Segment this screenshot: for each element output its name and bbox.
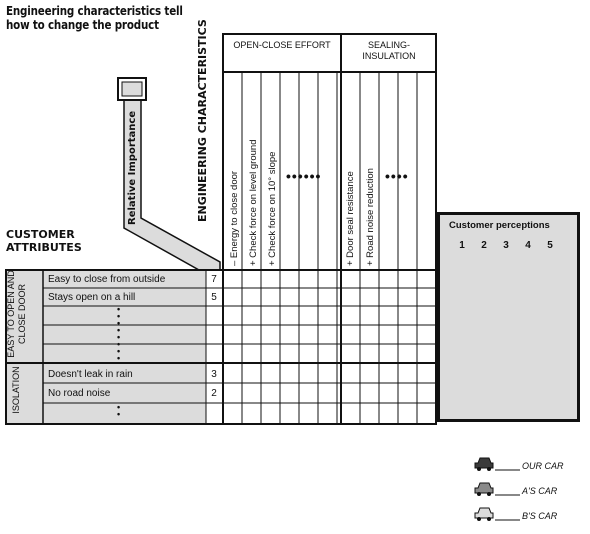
ec-check-force-level: + Check force on level ground: [248, 139, 259, 266]
ec-group-sealing: SEALING-INSULATION: [362, 40, 416, 61]
importance-value: 5: [211, 292, 217, 303]
ec-group-open-close: OPEN-CLOSE EFFORT: [233, 40, 331, 50]
scale-5: 5: [547, 240, 553, 251]
customer-attributes-heading: CUSTOMER ATTRIBUTES: [6, 228, 82, 254]
legend-car-icon: [474, 457, 494, 471]
attribute-doesnt-leak: Doesn't leak in rain: [48, 369, 133, 380]
engineering-characteristics-heading: ENGINEERING CHARACTERISTICS: [196, 19, 209, 222]
importance-value: 3: [211, 369, 217, 380]
category-isolation: ISOLATION: [11, 366, 21, 414]
ec-more-dots-1: ••••••: [286, 168, 322, 184]
more-attributes-dots: ••••••••: [117, 304, 121, 363]
page-title: Engineering characteristics tell how to …: [6, 4, 183, 32]
legend-our-car: OUR CAR: [522, 461, 564, 471]
ec-energy-to-close: – Energy to close door: [229, 170, 240, 266]
customer-perceptions-title: Customer perceptions: [449, 220, 550, 231]
importance-value: 2: [211, 388, 217, 399]
ec-more-dots-2: ••••: [385, 168, 409, 184]
ec-check-force-slope: + Check force on 10° slope: [267, 151, 278, 266]
relative-importance-label: Relative Importance: [127, 110, 138, 225]
legend-b-car: B'S CAR: [522, 511, 558, 521]
scale-4: 4: [525, 240, 531, 251]
attribute-stays-open: Stays open on a hill: [48, 292, 136, 303]
legend-car-icon: [474, 507, 494, 521]
attribute-no-road-noise: No road noise: [48, 388, 111, 399]
legend-a-car: A'S CAR: [522, 486, 558, 496]
relative-importance-pipe: [117, 77, 221, 271]
importance-value: 7: [211, 274, 217, 285]
scale-1: 1: [459, 240, 465, 251]
scale-2: 2: [481, 240, 487, 251]
ec-road-noise-reduction: + Road noise reduction: [365, 168, 376, 266]
category-easy-open-close: EASY TO OPEN AND CLOSE DOOR: [6, 270, 27, 358]
scale-3: 3: [503, 240, 509, 251]
attribute-easy-to-close: Easy to close from outside: [48, 274, 166, 285]
more-attributes-dots: ••: [117, 402, 121, 419]
ec-door-seal-resistance: + Door seal resistance: [345, 171, 356, 266]
customer-perceptions-panel: [437, 212, 580, 422]
legend-car-icon: [474, 482, 494, 496]
attribute-rows-fill: [6, 270, 206, 424]
